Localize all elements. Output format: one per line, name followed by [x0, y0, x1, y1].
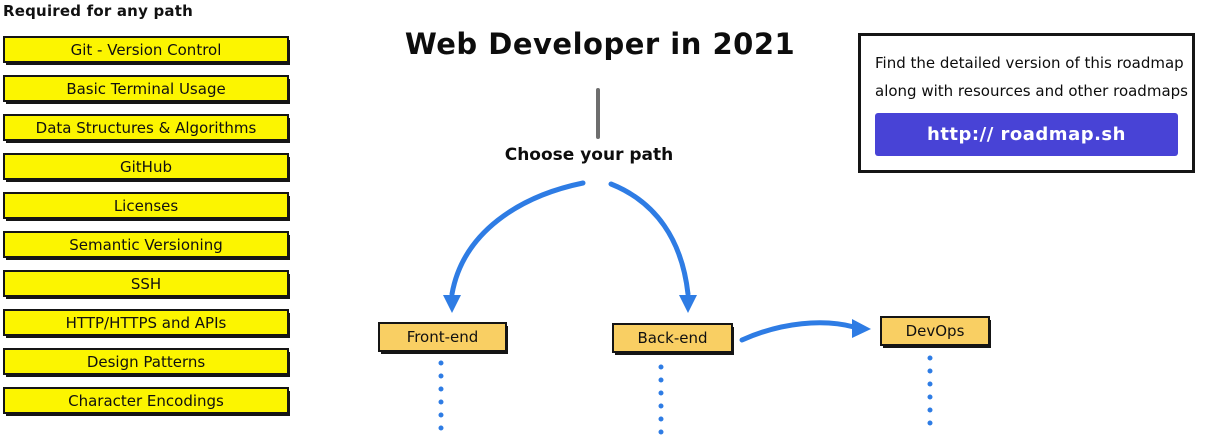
arrowhead-frontend-icon — [443, 295, 461, 313]
topic-box-ssh[interactable]: SSH — [3, 270, 289, 297]
topic-box-design-patterns[interactable]: Design Patterns — [3, 348, 289, 375]
page-title: Web Developer in 2021 — [404, 27, 796, 61]
info-line-1: Find the detailed version of this roadma… — [875, 54, 1184, 72]
topic-box-github[interactable]: GitHub — [3, 153, 289, 180]
required-topics-panel: Required for any path Git - Version Cont… — [3, 2, 293, 414]
topic-box-char-encodings[interactable]: Character Encodings — [3, 387, 289, 414]
path-box-devops[interactable]: DevOps — [880, 316, 990, 346]
arrowhead-backend-icon — [679, 295, 697, 313]
topic-box-git[interactable]: Git - Version Control — [3, 36, 289, 63]
topic-box-semver[interactable]: Semantic Versioning — [3, 231, 289, 258]
required-topics-heading: Required for any path — [3, 2, 193, 20]
info-line-2: along with resources and other roadmaps — [875, 82, 1188, 100]
arrow-to-devops-icon — [739, 320, 857, 343]
topic-box-licenses[interactable]: Licenses — [3, 192, 289, 219]
roadmap-url-button[interactable]: http:// roadmap.sh — [875, 113, 1178, 156]
choose-your-path-label: Choose your path — [504, 145, 674, 165]
arrow-to-backend-icon — [608, 181, 691, 297]
topic-box-http[interactable]: HTTP/HTTPS and APIs — [3, 309, 289, 336]
required-topics-list: Git - Version Control Basic Terminal Usa… — [3, 36, 289, 414]
path-box-backend[interactable]: Back-end — [612, 323, 733, 353]
topic-box-dsa[interactable]: Data Structures & Algorithms — [3, 114, 289, 141]
arrow-to-frontend-icon — [449, 180, 586, 297]
topic-box-terminal[interactable]: Basic Terminal Usage — [3, 75, 289, 102]
path-box-frontend[interactable]: Front-end — [378, 322, 507, 352]
arrowhead-devops-icon — [852, 319, 871, 338]
info-box: Find the detailed version of this roadma… — [858, 33, 1195, 173]
